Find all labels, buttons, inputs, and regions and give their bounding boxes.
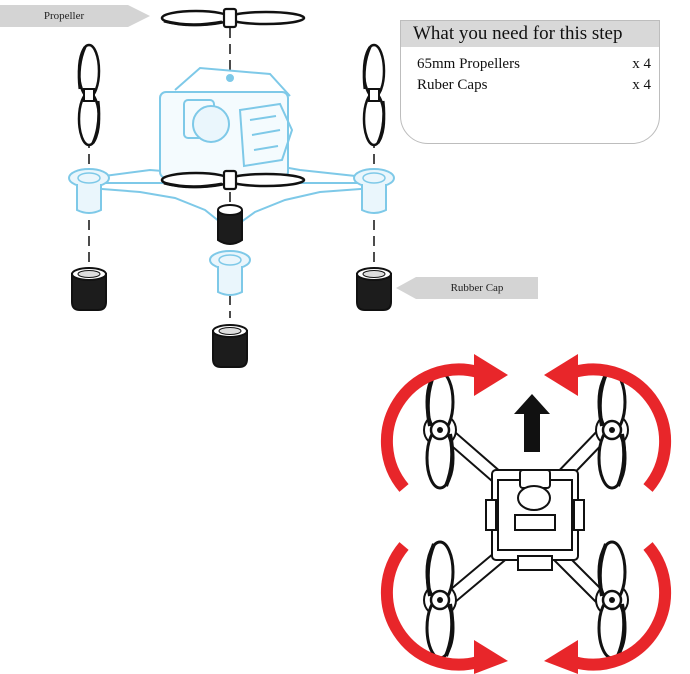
rubber-cap-callout-label: Rubber Cap (416, 277, 538, 299)
forward-arrow-icon (514, 394, 550, 452)
part-quantity: x 4 (632, 56, 651, 72)
list-item: 65mm Propellers x 4 (401, 56, 659, 77)
part-name: Ruber Caps (417, 77, 488, 93)
propeller-icon (160, 7, 306, 29)
rubber-cap-icon (356, 267, 392, 311)
callout-arrow-right-icon (128, 5, 150, 27)
rotation-arrow-icon (572, 363, 672, 492)
rotation-diagram (380, 354, 672, 674)
propeller-icon (77, 43, 101, 147)
list-item: Ruber Caps x 4 (401, 77, 659, 98)
motor-center (217, 204, 243, 245)
part-quantity: x 4 (632, 77, 651, 93)
rubber-cap-icon (212, 324, 248, 368)
propeller-icon (597, 540, 627, 660)
propeller-icon (597, 370, 627, 490)
motor-rear (209, 250, 251, 296)
rotation-arrow-icon (572, 542, 672, 671)
parts-needed-title: What you need for this step (401, 21, 659, 47)
rotation-arrow-icon (380, 363, 480, 492)
propeller-icon (425, 540, 455, 660)
propeller-icon (362, 43, 386, 147)
motor-front-left (68, 168, 110, 214)
part-name: 65mm Propellers (417, 56, 520, 72)
parts-needed-list: 65mm Propellers x 4 Ruber Caps x 4 (401, 47, 659, 98)
rubber-cap-icon (71, 267, 107, 311)
propeller-callout: Propeller (0, 5, 150, 27)
propeller-callout-label: Propeller (0, 5, 128, 27)
callout-arrow-left-icon (396, 277, 416, 299)
motor-front-right (353, 168, 395, 214)
rotation-arrow-icon (380, 542, 480, 671)
rubber-cap-callout: Rubber Cap (396, 277, 538, 299)
parts-needed-box: What you need for this step 65mm Propell… (400, 20, 660, 144)
propeller-icon (160, 169, 306, 191)
propeller-icon (425, 370, 455, 490)
